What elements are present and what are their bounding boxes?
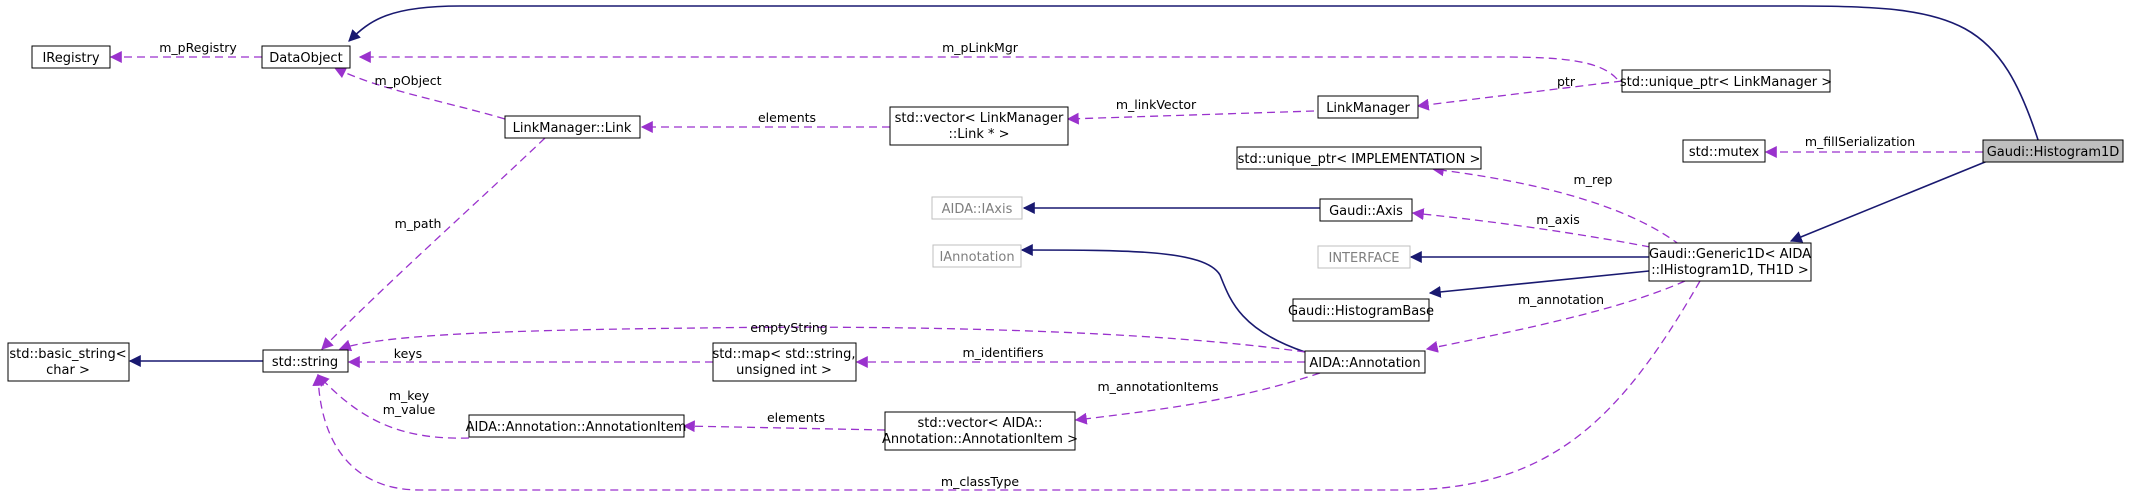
node-std-string[interactable]: std::string bbox=[262, 349, 349, 373]
svg-text:Gaudi::HistogramBase: Gaudi::HistogramBase bbox=[1288, 304, 1434, 319]
edge-vectoritem-annotationitems bbox=[1074, 372, 1321, 425]
edge-vectorlink-linkvector bbox=[1066, 110, 1315, 125]
svg-text:AIDA::IAxis: AIDA::IAxis bbox=[942, 202, 1013, 217]
label-m-value: m_value bbox=[383, 402, 436, 417]
svg-text:std::unique_ptr< IMPLEMENTATIO: std::unique_ptr< IMPLEMENTATION > bbox=[1238, 152, 1481, 167]
edge-iannotation-to-annotation bbox=[1020, 244, 1306, 353]
label-elements-link: elements bbox=[758, 110, 816, 125]
label-m-annotation: m_annotation bbox=[1518, 292, 1604, 307]
edge-linkmanager-ptr bbox=[1416, 80, 1623, 111]
svg-text:std::map< std::string,: std::map< std::string, bbox=[712, 347, 855, 362]
svg-text:AIDA::Annotation: AIDA::Annotation bbox=[1309, 356, 1420, 371]
svg-text:std::string: std::string bbox=[272, 355, 338, 370]
svg-text:Gaudi::Histogram1D: Gaudi::Histogram1D bbox=[1987, 145, 2120, 160]
label-m-fillserialization: m_fillSerialization bbox=[1805, 134, 1915, 149]
node-std-basic-string[interactable]: std::basic_string< char > bbox=[7, 342, 130, 382]
node-unique-ptr-linkmanager[interactable]: std::unique_ptr< LinkManager > bbox=[1620, 69, 1832, 93]
edge-histogrambase-to-generic1d bbox=[1428, 270, 1650, 298]
node-aida-iaxis[interactable]: AIDA::IAxis bbox=[931, 196, 1023, 220]
svg-text:std::mutex: std::mutex bbox=[1689, 145, 1760, 160]
label-m-rep: m_rep bbox=[1574, 172, 1613, 187]
edge-uniqueimpl-rep bbox=[1431, 164, 1681, 246]
edge-string-path bbox=[321, 137, 546, 350]
svg-text:::IHistogram1D, TH1D >: ::IHistogram1D, TH1D > bbox=[1651, 263, 1809, 278]
node-vector-linkmanager-link[interactable]: std::vector< LinkManager ::Link * > bbox=[889, 106, 1069, 146]
label-m-plinkmgr: m_pLinkMgr bbox=[942, 40, 1019, 55]
svg-text:std::vector< LinkManager: std::vector< LinkManager bbox=[895, 111, 1064, 126]
node-interface[interactable]: INTERFACE bbox=[1317, 245, 1411, 269]
label-m-identifiers: m_identifiers bbox=[962, 345, 1043, 360]
node-aida-annotation[interactable]: AIDA::Annotation bbox=[1304, 350, 1426, 374]
node-gaudi-histogram1d[interactable]: Gaudi::Histogram1D bbox=[1982, 139, 2124, 163]
svg-text:IRegistry: IRegistry bbox=[42, 51, 99, 66]
label-emptystring: emptyString bbox=[750, 320, 827, 335]
node-linkmanager[interactable]: LinkManager bbox=[1317, 95, 1419, 119]
node-iannotation[interactable]: IAnnotation bbox=[932, 244, 1022, 268]
svg-text:LinkManager::Link: LinkManager::Link bbox=[513, 121, 632, 136]
edge-annotation-annotation bbox=[1425, 280, 1686, 353]
node-vector-annotation-item[interactable]: std::vector< AIDA:: Annotation::Annotati… bbox=[882, 411, 1078, 451]
label-keys: keys bbox=[394, 346, 422, 361]
node-gaudi-generic1d[interactable]: Gaudi::Generic1D< AIDA ::IHistogram1D, T… bbox=[1648, 242, 1812, 282]
label-m-linkvector: m_linkVector bbox=[1116, 97, 1197, 112]
svg-text:unsigned int >: unsigned int > bbox=[736, 363, 832, 378]
edge-string-classtype bbox=[312, 280, 1701, 491]
label-m-pregistry: m_pRegistry bbox=[159, 40, 237, 55]
label-m-pobject: m_pObject bbox=[374, 73, 441, 88]
svg-text:char >: char > bbox=[46, 363, 90, 378]
label-m-path: m_path bbox=[395, 216, 442, 231]
node-linkmanager-link[interactable]: LinkManager::Link bbox=[504, 115, 641, 139]
edge-dataobject-pobject bbox=[333, 67, 506, 120]
svg-text:INTERFACE: INTERFACE bbox=[1329, 251, 1400, 266]
svg-text:Gaudi::Generic1D< AIDA: Gaudi::Generic1D< AIDA bbox=[1649, 247, 1811, 262]
edge-axis-axis bbox=[1411, 208, 1651, 248]
svg-text:::Link * >: ::Link * > bbox=[948, 127, 1009, 142]
svg-text:DataObject: DataObject bbox=[269, 51, 342, 66]
svg-text:AIDA::Annotation::AnnotationIt: AIDA::Annotation::AnnotationItem bbox=[466, 420, 687, 435]
label-m-annotationitems: m_annotationItems bbox=[1097, 379, 1218, 394]
svg-text:std::vector< AIDA::: std::vector< AIDA:: bbox=[917, 416, 1042, 431]
svg-text:LinkManager: LinkManager bbox=[1326, 101, 1410, 116]
node-std-map[interactable]: std::map< std::string, unsigned int > bbox=[712, 342, 857, 382]
svg-text:Annotation::AnnotationItem >: Annotation::AnnotationItem > bbox=[882, 432, 1078, 447]
node-std-mutex[interactable]: std::mutex bbox=[1682, 139, 1766, 163]
edge-uniqueptr-plinkmgr bbox=[358, 51, 1618, 80]
svg-text:Gaudi::Axis: Gaudi::Axis bbox=[1329, 204, 1403, 219]
label-m-classtype: m_classType bbox=[941, 474, 1019, 489]
label-ptr: ptr bbox=[1557, 74, 1576, 89]
edge-annotationitem-elements bbox=[682, 420, 886, 433]
label-m-key: m_key bbox=[389, 388, 430, 403]
node-gaudi-axis[interactable]: Gaudi::Axis bbox=[1319, 198, 1413, 222]
label-elements-item: elements bbox=[767, 410, 825, 425]
label-m-axis: m_axis bbox=[1536, 212, 1579, 227]
node-iregistry[interactable]: IRegistry bbox=[31, 45, 111, 69]
edge-generic1d-to-histogram1d bbox=[1789, 159, 1991, 243]
svg-text:std::unique_ptr< LinkManager >: std::unique_ptr< LinkManager > bbox=[1620, 75, 1832, 90]
svg-text:IAnnotation: IAnnotation bbox=[939, 250, 1014, 265]
node-unique-ptr-implementation[interactable]: std::unique_ptr< IMPLEMENTATION > bbox=[1236, 146, 1482, 170]
edge-dataobject-to-histogram1d bbox=[348, 5, 2041, 147]
edge-string-key-value bbox=[317, 374, 470, 439]
node-gaudi-histogrambase[interactable]: Gaudi::HistogramBase bbox=[1288, 298, 1434, 322]
svg-text:std::basic_string<: std::basic_string< bbox=[9, 347, 126, 362]
node-annotation-item[interactable]: AIDA::Annotation::AnnotationItem bbox=[466, 414, 687, 438]
node-dataobject[interactable]: DataObject bbox=[261, 45, 351, 69]
